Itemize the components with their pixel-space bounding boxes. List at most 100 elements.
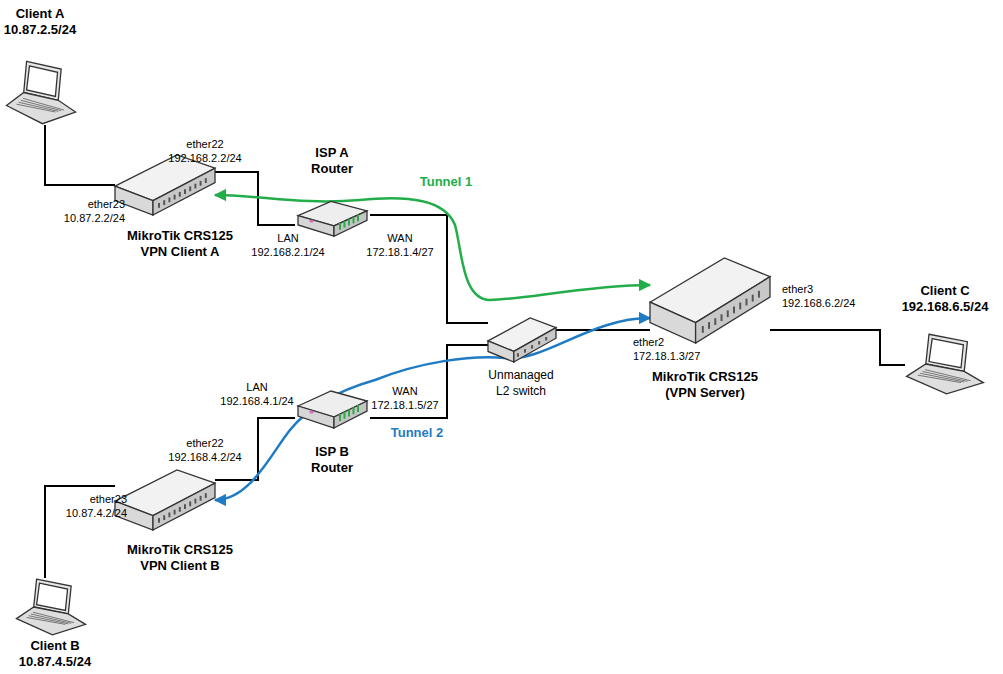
device-label: (VPN Server): [652, 385, 758, 401]
laptop-icon: [5, 60, 77, 125]
device-label: MikroTik CRS125: [652, 369, 758, 385]
port: [163, 200, 165, 205]
device-label: 10.87.2.5/24: [4, 22, 76, 38]
router-led: [344, 221, 346, 228]
device-caption: ISP ARouter: [311, 145, 353, 177]
key-row: [925, 370, 971, 381]
device-label: ISP B: [311, 444, 353, 460]
device-label: Unmanaged: [488, 367, 553, 383]
laptop-base: [16, 607, 85, 635]
device-label: MikroTik CRS125: [127, 542, 233, 558]
device-caption: Client B10.87.4.5/24: [19, 638, 91, 670]
network-device: Client B10.87.4.5/24: [15, 578, 87, 636]
laptop-display: [27, 66, 58, 97]
router-front: [298, 216, 334, 237]
network-device: MikroTik CRS125(VPN Server): [650, 258, 770, 343]
port: [189, 501, 191, 506]
tunnel-label: Tunnel 1: [418, 174, 474, 189]
case-side: [514, 328, 556, 362]
port: [174, 195, 176, 200]
router-light: [309, 411, 314, 414]
port: [517, 353, 519, 357]
network-cable: [45, 125, 115, 185]
laptop-display: [929, 339, 963, 368]
network-cable: [215, 418, 295, 480]
vpn-tunnel: [215, 318, 650, 500]
port: [205, 493, 207, 498]
network-cable: [370, 345, 488, 418]
interface-label: ether2 172.18.1.3/27: [633, 335, 700, 363]
network-device: MikroTik CRS125VPN Client B: [115, 470, 215, 530]
network-device: Client C192.168.6.5/24: [905, 333, 985, 395]
router-icon: [295, 382, 370, 432]
device-label: 10.87.4.5/24: [19, 654, 91, 670]
case-front: [488, 341, 514, 362]
network-cable: [370, 215, 488, 323]
port: [758, 291, 760, 298]
network-device: UnmanagedL2 switch: [488, 318, 556, 362]
case-side: [153, 168, 215, 215]
router-led: [344, 412, 346, 419]
key-row: [33, 612, 74, 622]
port: [739, 303, 741, 310]
interface-label: ether22 192.168.4.2/24: [168, 436, 241, 464]
port: [174, 510, 176, 515]
network-device: Client A10.87.2.5/24: [5, 60, 77, 125]
router-led: [339, 414, 341, 421]
device-label: Client B: [19, 638, 91, 654]
router-led: [348, 219, 350, 226]
interface-label: ether3 192.168.6.2/24: [782, 282, 855, 310]
interface-label: WAN 172.18.1.5/27: [371, 384, 438, 412]
network-device: ISP ARouter: [295, 193, 370, 240]
device-label: ISP A: [311, 145, 353, 161]
interface-label: WAN 172.18.1.4/27: [366, 231, 433, 259]
port: [168, 512, 170, 517]
device-caption: Client A10.87.2.5/24: [4, 6, 76, 38]
device-label: VPN Client A: [127, 244, 233, 260]
port: [184, 504, 186, 509]
device-caption: MikroTik CRS125(VPN Server): [652, 369, 758, 401]
router-led: [353, 407, 355, 414]
device-label: Router: [311, 161, 353, 177]
network-cable: [770, 330, 905, 365]
laptop-base: [907, 364, 984, 394]
case-side: [696, 277, 770, 343]
device-caption: ISP BRouter: [311, 444, 353, 476]
tunnel-label: Tunnel 2: [389, 425, 445, 440]
device-label: MikroTik CRS125: [127, 228, 233, 244]
port: [200, 496, 202, 501]
laptop-display: [37, 583, 68, 610]
device-label: Client C: [902, 283, 989, 299]
device-label: 192.168.6.5/24: [902, 299, 989, 315]
device-label: Router: [311, 460, 353, 476]
port: [752, 295, 754, 302]
port: [158, 203, 160, 208]
port: [184, 189, 186, 194]
device-caption: MikroTik CRS125VPN Client B: [127, 542, 233, 574]
switch-icon: [488, 318, 556, 362]
network-cable: [556, 329, 650, 331]
device-caption: MikroTik CRS125VPN Client A: [127, 228, 233, 260]
router-side: [334, 401, 367, 428]
router-led: [353, 217, 355, 224]
port: [524, 349, 526, 353]
router-led: [339, 223, 341, 230]
port: [714, 318, 716, 325]
router-icon: [295, 193, 370, 240]
router-led: [357, 215, 359, 222]
port: [179, 507, 181, 512]
key-row: [21, 100, 61, 110]
device-label: L2 switch: [488, 383, 553, 399]
port: [168, 197, 170, 202]
router-led: [348, 410, 350, 417]
router-side: [334, 211, 367, 236]
port: [727, 310, 729, 317]
laptop-icon: [15, 578, 87, 636]
laptop-icon: [905, 333, 985, 395]
vpn-tunnel: [215, 195, 650, 300]
key-row: [923, 371, 968, 381]
key-row: [23, 98, 64, 110]
laptop-base: [6, 93, 75, 124]
key-row: [31, 614, 71, 623]
